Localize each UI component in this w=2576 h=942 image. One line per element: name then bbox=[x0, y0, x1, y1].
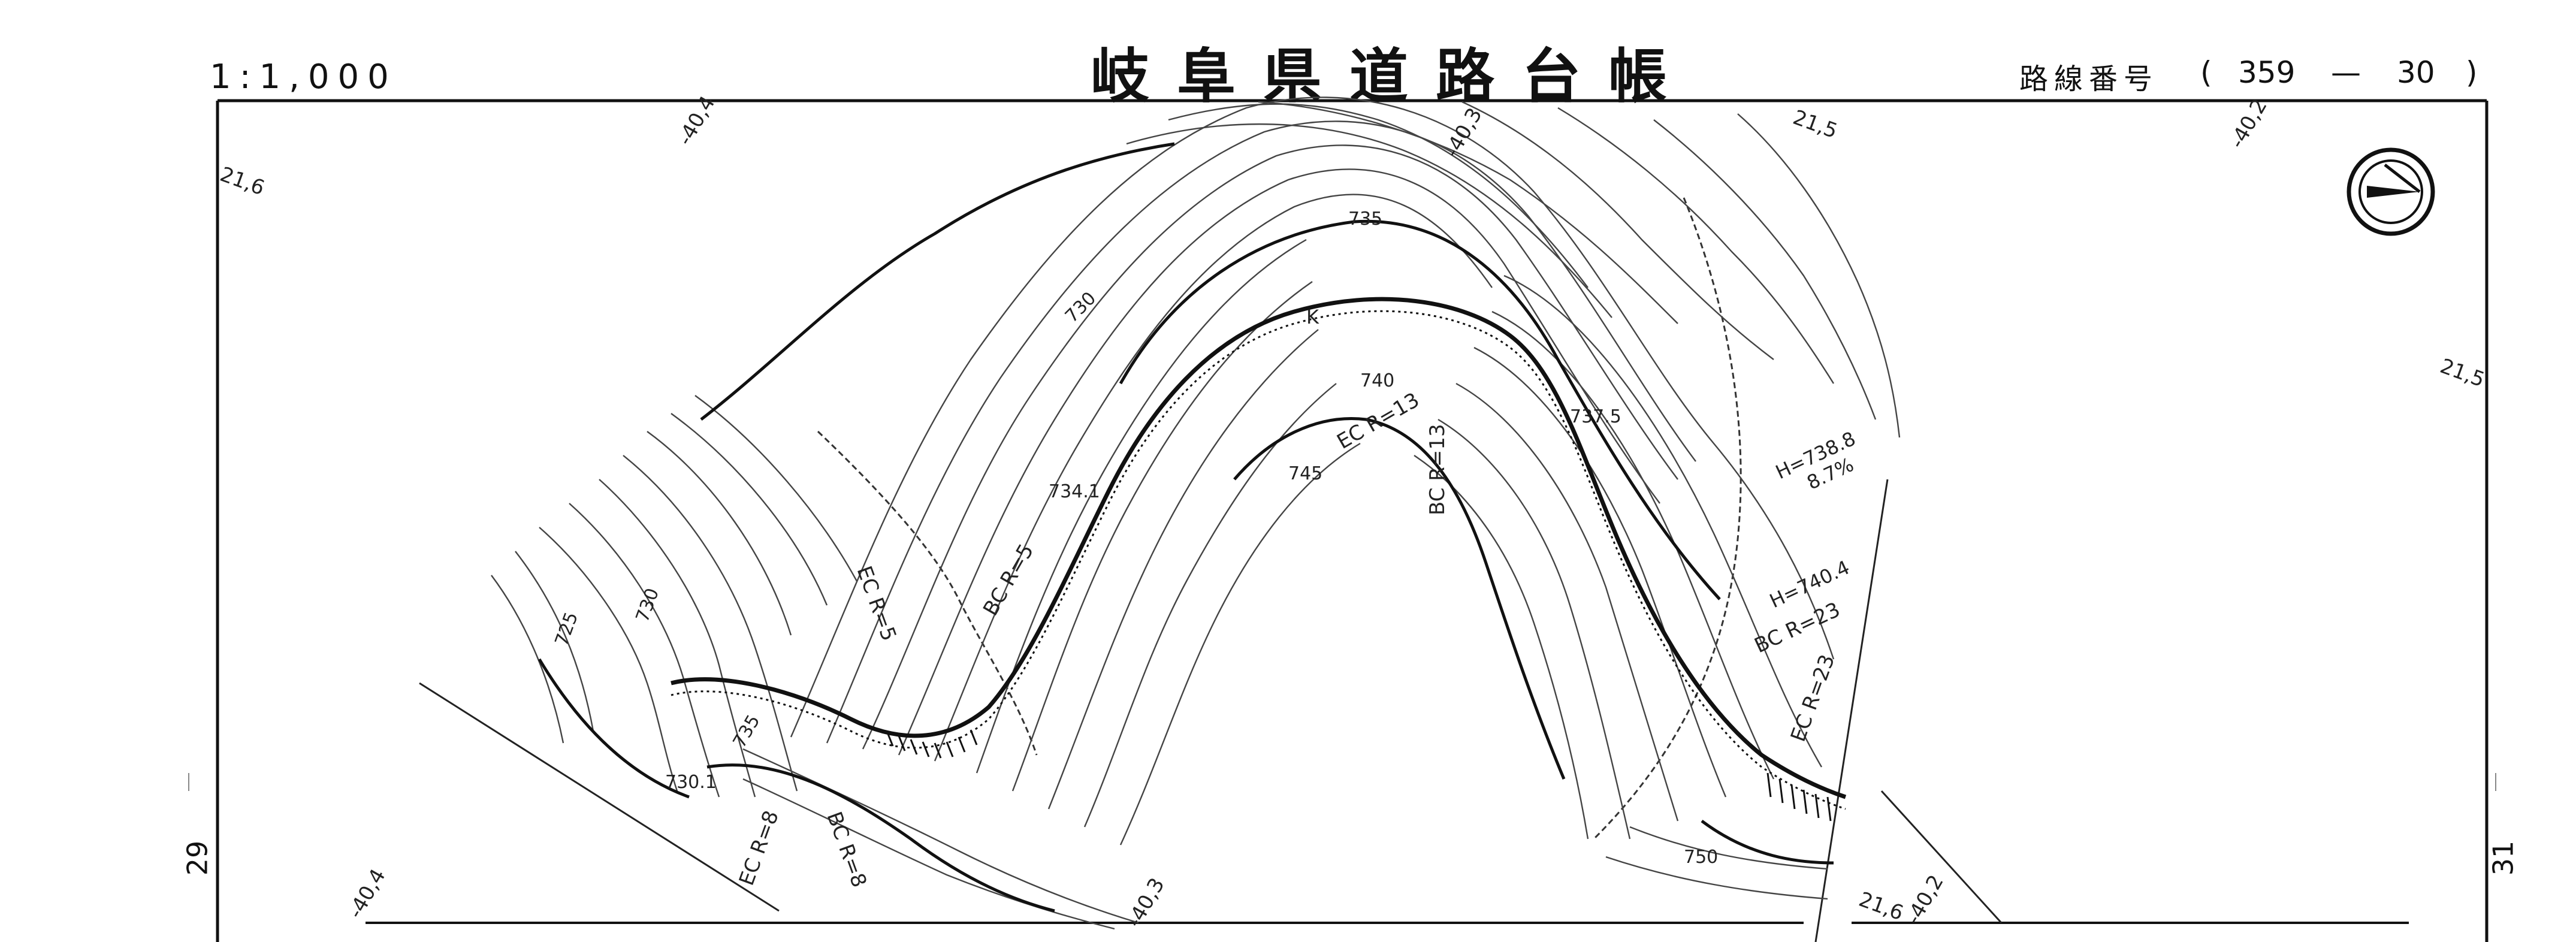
svg-text:730: 730 bbox=[1061, 288, 1100, 327]
curve-label: BC R=5 bbox=[979, 540, 1038, 620]
map-frame bbox=[188, 99, 2496, 942]
gradient-height: H=740.4 bbox=[1766, 556, 1853, 613]
grid-label: 21,5 bbox=[1790, 105, 1841, 143]
north-arrow-icon bbox=[2347, 147, 2435, 236]
spot-height: 730.1 bbox=[665, 772, 717, 793]
route-number-label: 路線番号 bbox=[2019, 62, 2159, 96]
route-paren-open: ( bbox=[2200, 55, 2212, 90]
svg-text:740: 740 bbox=[1360, 370, 1394, 391]
gradient-annotations: H=738.8 8.7% H=740.4 bbox=[1766, 427, 1859, 613]
svg-text:735: 735 bbox=[729, 711, 765, 751]
contour-lines bbox=[491, 96, 1901, 930]
map-scale: 1:1,000 bbox=[210, 58, 397, 96]
curve-label: EC R=23 bbox=[1786, 651, 1840, 745]
svg-text:745: 745 bbox=[1288, 463, 1322, 484]
route-subnumber: 30 bbox=[2397, 55, 2435, 90]
curve-label: BC R=13 bbox=[1426, 424, 1449, 515]
route-number: 359 bbox=[2238, 55, 2296, 90]
route-paren-close: ) bbox=[2466, 55, 2478, 90]
index-contours bbox=[537, 142, 1834, 913]
route-dash: — bbox=[2331, 55, 2361, 90]
spot-heights: 734.1 737.5 730.1 bbox=[665, 406, 1621, 793]
grid-label: -40,2 bbox=[1901, 871, 1949, 928]
grid-label: -40,3 bbox=[1440, 104, 1487, 161]
grid-label: 21,6 bbox=[1856, 887, 1907, 925]
curve-label: EC R=13 bbox=[1333, 388, 1424, 454]
svg-text:735: 735 bbox=[1348, 209, 1382, 230]
curve-label: EC R=5 bbox=[852, 563, 901, 644]
boundary-lines bbox=[817, 197, 1742, 840]
road-alignment bbox=[671, 297, 1847, 810]
grid-label: 21,6 bbox=[217, 162, 268, 200]
curve-label: EC R=8 bbox=[735, 807, 784, 889]
sheet-edge-lines bbox=[419, 479, 2003, 942]
grid-label: 21,5 bbox=[2437, 354, 2488, 392]
grid-label: -40,4 bbox=[343, 865, 391, 922]
slope-hatching bbox=[886, 729, 1832, 822]
curve-label: BC R=8 bbox=[822, 808, 871, 890]
spot-height: 737.5 bbox=[1570, 406, 1621, 427]
svg-text:750: 750 bbox=[1684, 847, 1718, 868]
road-label: K bbox=[1306, 306, 1319, 328]
grid-label: -40,2 bbox=[2225, 95, 2272, 152]
spot-height: 734.1 bbox=[1049, 481, 1100, 502]
